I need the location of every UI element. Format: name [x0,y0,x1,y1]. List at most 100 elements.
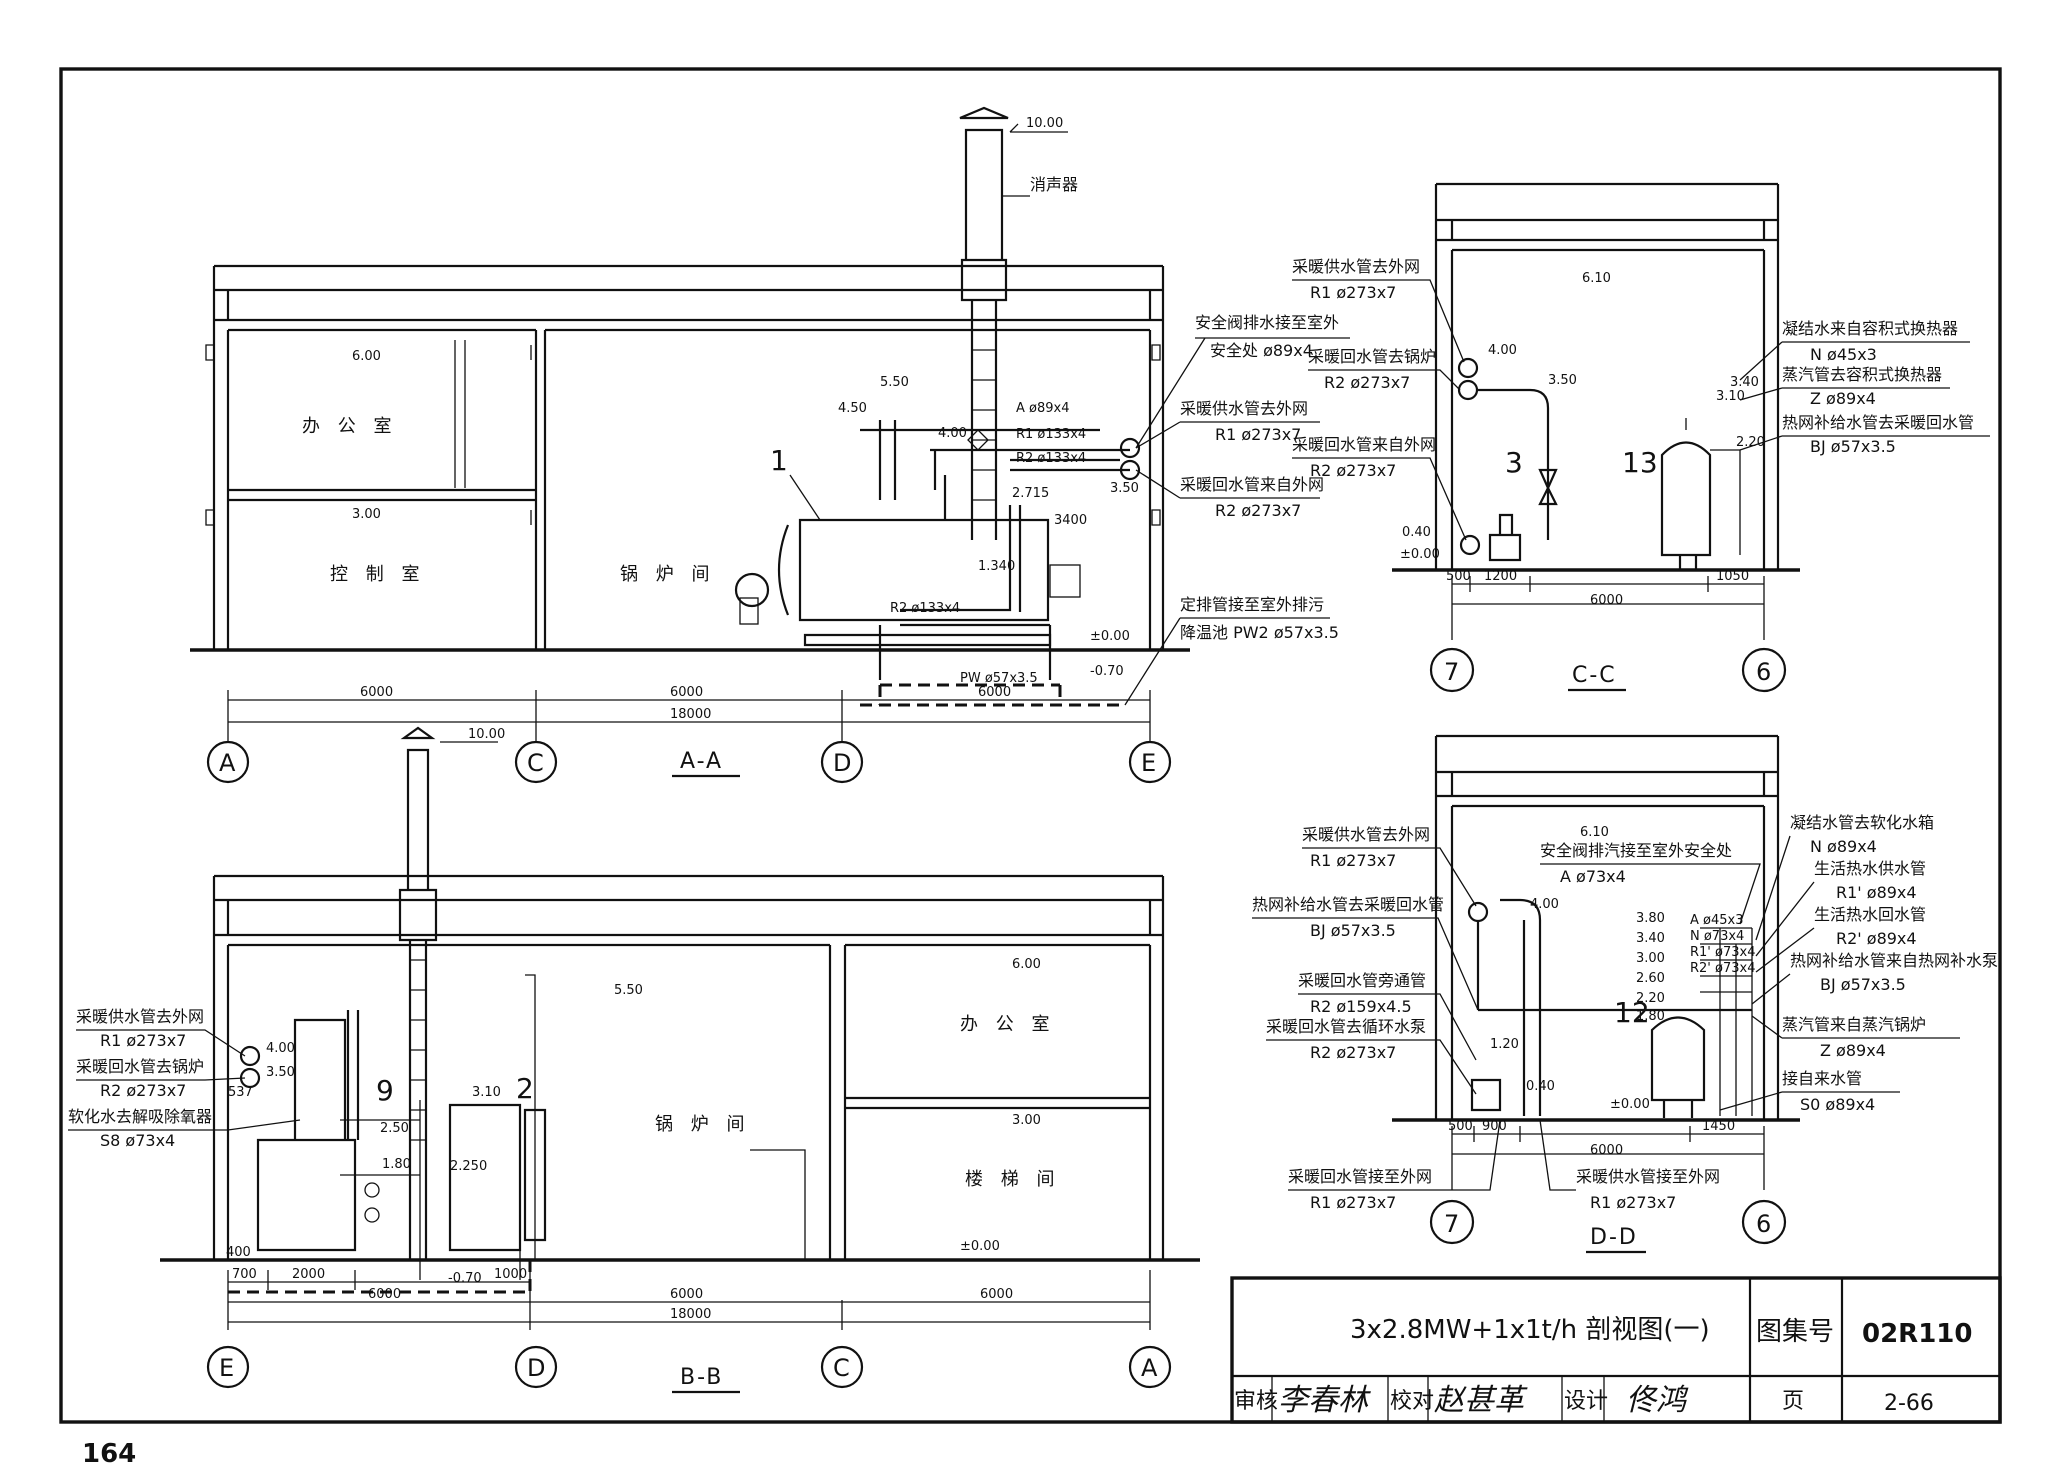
dd-item-12: 12 [1614,996,1650,1029]
cc-elev-e4: 3.10 [1716,389,1745,404]
dd-axis-label: 7 [1444,1210,1459,1238]
bb-chimney: 10.00 [398,726,505,1260]
cc-callout-4-line1: 凝结水来自容积式换热器 [1782,319,1958,338]
section-aa: 消声器 10.00 1 6.00 3.00 5.50 [190,106,1350,784]
dd-axis-bubble [1741,1199,1787,1245]
bb-axis-bubble [514,1345,558,1389]
bb-elev-pit: -0.70 [448,1271,482,1286]
dd-right-8-line2: R1 ø273x7 [1590,1193,1676,1212]
dd-elev-e5: 2.60 [1636,971,1665,986]
cc-callout-3-line2: R2 ø273x7 [1310,461,1396,480]
dd-left-4-line1: 采暖回水管去循环水泵 [1266,1017,1426,1036]
bb-elev-e8: 400 [226,1245,251,1260]
sheet-frame [59,67,2002,1424]
bb-axis-label: A [1141,1354,1158,1382]
dd-callouts-left: 采暖供水管去外网 R1 ø273x7 热网补给水管去采暖回水管 BJ ø57x3… [1252,825,1501,1212]
cc-callout-1-line1: 采暖供水管去外网 [1292,257,1420,276]
bb-callout-3-line1: 软化水去解吸除氧器 [68,1107,212,1126]
cc-callout-1-line2: R1 ø273x7 [1310,283,1396,302]
dd-elev-e2: 3.80 [1636,911,1665,926]
cc-elev-e3: 3.40 [1730,375,1759,390]
cc-callout-5-line1: 蒸汽管去容积式换热器 [1782,365,1942,384]
cc-callout-3-line1: 采暖回水管来自外网 [1292,435,1436,454]
cc-axes: 7 6 [1429,647,1787,693]
check-label: 校对 [1390,1389,1434,1414]
drawing-title: 3x2.8MW+1x1t/h 剖视图(一) [1350,1315,1710,1345]
cc-axis-label: 7 [1444,658,1459,686]
dd-dim-total: 6000 [1590,1143,1623,1158]
design-signature: 佟鸿 [1626,1383,1689,1418]
review-signature: 李春林 [1278,1383,1371,1418]
bb-elev-e6: 1.80 [382,1157,411,1172]
aa-dim-total: 18000 [670,707,711,722]
aa-pipe-pw: PW ø57x3.5 [960,671,1038,686]
aa-axis-label: A [219,749,236,777]
aa-elev-ground: ±0.00 [1090,629,1130,644]
aa-section-title: A-A [680,749,723,774]
aa-pipe-a: A ø89x4 [1016,401,1070,416]
dd-left-3-line2: R2 ø159x4.5 [1310,997,1412,1016]
dd-left-1-line1: 采暖供水管去外网 [1302,825,1430,844]
dd-right-3-line1: 生活热水供水管 [1814,859,1926,878]
cc-dim-total: 6000 [1590,593,1623,608]
dd-elev-e6: 2.20 [1636,991,1665,1006]
dd-elevations: 6.10 4.00 3.80 3.40 3.00 2.60 2.20 1.80 … [1490,825,1665,1112]
dd-elev-e4: 3.00 [1636,951,1665,966]
dd-axis-label: 6 [1756,1210,1771,1238]
bb-elev-chimney-top: 10.00 [468,727,505,742]
dd-axis-bubble [1429,1199,1475,1245]
aa-pipe-r2: R2 ø133x4 [1016,451,1086,466]
dd-tag-a: A ø45x3 [1690,913,1744,928]
aa-elev-roof: 6.00 [352,349,381,364]
dd-elev-e7: 1.80 [1636,1009,1665,1024]
cc-section-title: C-C [1572,663,1617,688]
dd-right-4-line2: R2' ø89x4 [1836,929,1917,948]
cc-callout-6-line1: 热网补给水管去采暖回水管 [1782,413,1974,432]
bb-axis-bubble [820,1345,864,1389]
cc-elev-e5: 2.20 [1736,435,1765,450]
dd-left-2-line1: 热网补给水管去采暖回水管 [1252,895,1444,914]
aa-room-office: 办 公 室 [302,416,397,437]
dd-elev-e3: 3.40 [1636,931,1665,946]
cc-callouts: 采暖供水管去外网 R1 ø273x7 采暖回水管去锅炉 R2 ø273x7 采暖… [1292,257,1990,541]
bb-callouts: 采暖供水管去外网 R1 ø273x7 采暖回水管去锅炉 R2 ø273x7 软化… [68,1007,301,1150]
aa-elev-pipe1: 4.50 [838,401,867,416]
dd-right-3-line2: R1' ø89x4 [1836,883,1917,902]
bb-axis-bubble [206,1345,250,1389]
cc-elevations: 6.10 4.00 3.50 3.40 3.10 2.20 0.40 ±0.00 [1400,271,1765,562]
aa-axis-label: D [833,749,851,777]
bb-room-boiler: 锅 炉 间 [655,1114,750,1135]
cc-axis-bubble [1741,647,1787,693]
dd-right-5-line1: 热网补给水管来自热网补水泵 [1790,951,1998,970]
dd-right-4-line1: 生活热水回水管 [1814,905,1926,924]
aa-callout-2-line2: R1 ø273x7 [1215,425,1301,444]
aa-callouts: 安全阀排水接至室外 安全处 ø89x4 采暖供水管去外网 R1 ø273x7 采… [1124,313,1350,706]
dd-dim-900: 900 [1482,1119,1507,1134]
cc-elev-roof: 6.10 [1582,271,1611,286]
aa-callout-3-line2: R2 ø273x7 [1215,501,1301,520]
bb-dimensions: 700 2000 1000 6000 6000 6000 18000 [227,1267,1151,1330]
review-label: 审核 [1234,1389,1278,1414]
cc-building-outline [1392,182,1800,572]
bb-axis-bubble [1128,1345,1172,1389]
aa-pipe-r1: R1 ø133x4 [1016,427,1086,442]
aa-elev-pipe3: 3.50 [1110,481,1139,496]
bb-elev-ground: ±0.00 [960,1239,1000,1254]
cc-elev-e2: 3.50 [1548,373,1577,388]
bb-axis-label: D [527,1354,545,1382]
bb-room-stair: 楼 梯 间 [965,1169,1060,1190]
aa-elev-mid: 5.50 [880,375,909,390]
dd-left-2-line2: BJ ø57x3.5 [1310,921,1396,940]
cc-callout-4-line2: N ø45x3 [1810,345,1877,364]
aa-dim-2: 6000 [670,685,703,700]
aa-elev-pit: -0.70 [1090,664,1124,679]
dd-building-outline [1392,734,1800,1122]
dd-callouts-right: 凝结水管去软化水箱 N ø89x4 安全阀排汽接至室外安全处 A ø73x4 生… [1539,813,1998,1212]
dd-section-title: D-D [1590,1225,1638,1250]
aa-elev-pipe2: 4.00 [938,426,967,441]
bb-item-9: 9 [376,1074,394,1107]
cc-item-3: 3 [1505,446,1523,479]
bb-dim-total: 18000 [670,1307,711,1322]
